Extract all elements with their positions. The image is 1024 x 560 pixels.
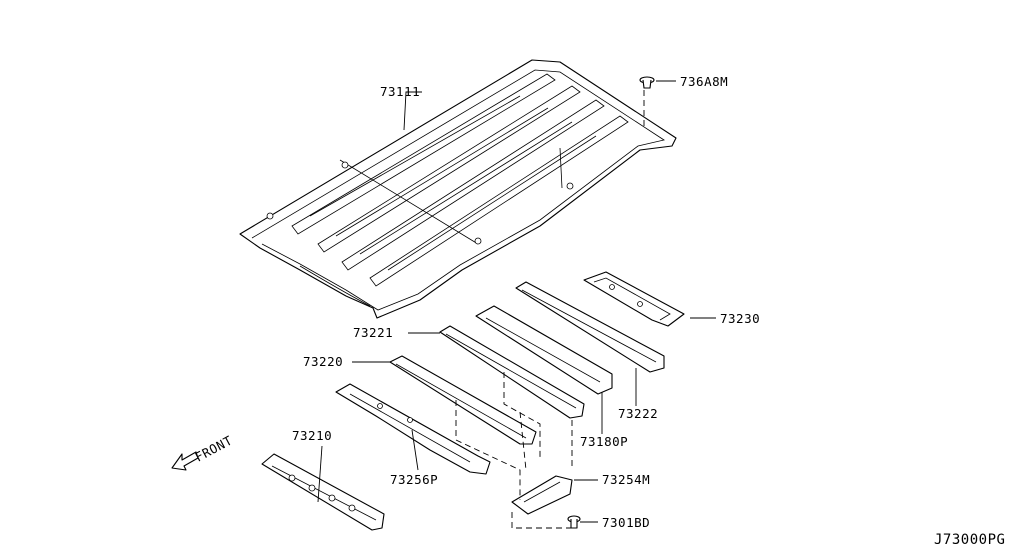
callout-7301bd: 7301BD [602, 515, 650, 530]
front-reinforcement[interactable] [335, 383, 491, 475]
callout-73111: 73111 [380, 84, 420, 99]
front-roof-rail[interactable] [261, 453, 385, 531]
bracket-part[interactable] [511, 475, 573, 515]
callout-73256p: 73256P [390, 472, 438, 487]
rear-roof-bow[interactable] [583, 271, 685, 327]
callout-73230: 73230 [720, 311, 760, 326]
assembly-line [511, 411, 573, 529]
center-reinforcement[interactable] [475, 305, 613, 395]
leader-line [317, 445, 323, 503]
front-direction-arrow [171, 451, 199, 471]
assembly-line [455, 400, 521, 500]
callout-73254m: 73254M [602, 472, 650, 487]
roof-bow-73221[interactable] [439, 325, 585, 419]
clip-part[interactable] [639, 76, 655, 89]
assembly-line [503, 372, 541, 460]
callout-73221: 73221 [353, 325, 393, 340]
drawing-code: J73000PG [934, 532, 1005, 548]
bolt-part[interactable] [567, 515, 581, 529]
callout-73220: 73220 [303, 354, 343, 369]
callout-736a8m: 736A8M [680, 74, 728, 89]
leader-line [411, 429, 419, 471]
callout-73210: 73210 [292, 428, 332, 443]
roof-panel[interactable] [239, 59, 677, 319]
roof-bow-73222[interactable] [515, 281, 665, 373]
leader-line [403, 91, 422, 131]
callout-73222: 73222 [618, 406, 658, 421]
roof-bow-73220[interactable] [389, 355, 537, 445]
front-label: FRONT [192, 433, 234, 465]
callout-73180p: 73180P [580, 434, 628, 449]
